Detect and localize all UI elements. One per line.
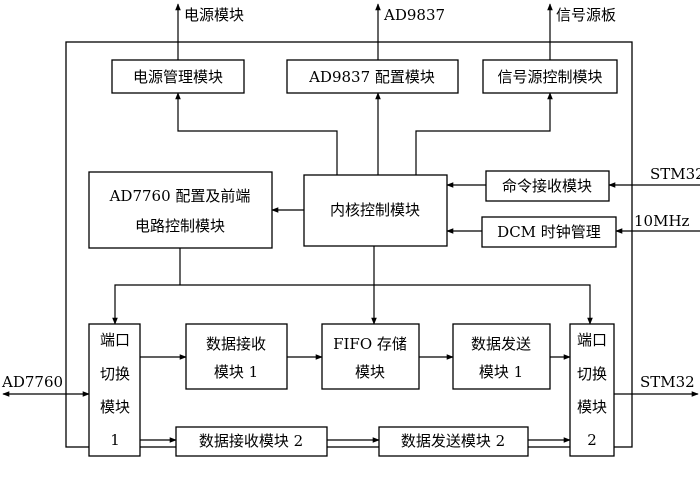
label-stm32-in: STM32 [650,165,700,183]
label-power-module: 电源模块 [184,6,244,24]
block-data-send-1: 数据发送 模块 1 [452,323,551,390]
svg-text:模块: 模块 [100,398,130,416]
arrow-core-to-signal-ctrl [415,92,553,175]
svg-text:数据发送模块 2: 数据发送模块 2 [401,432,505,450]
svg-text:2: 2 [587,431,597,449]
block-ad7760-cfg: AD7760 配置及前端 电路控制模块 [88,171,273,249]
svg-text:AD7760 配置及前端: AD7760 配置及前端 [109,187,251,205]
block-power-mgmt: 电源管理模块 [111,59,245,94]
block-port-switch-1: 端口 切换 模块 1 [88,323,141,457]
fpga-boundary [65,41,633,448]
block-data-send-2: 数据发送模块 2 [378,426,529,457]
svg-text:模块 1: 模块 1 [214,363,258,381]
svg-text:端口: 端口 [577,331,607,349]
svg-text:电路控制模块: 电路控制模块 [135,217,225,235]
block-dcm-clock: DCM 时钟管理 [481,216,617,248]
svg-text:1: 1 [110,431,120,449]
label-signal-board: 信号源板 [556,6,616,24]
svg-text:端口: 端口 [100,331,130,349]
svg-text:内核控制模块: 内核控制模块 [330,201,420,219]
svg-text:模块: 模块 [355,363,385,381]
block-data-recv-2: 数据接收模块 2 [175,426,328,457]
block-signal-ctrl: 信号源控制模块 [482,59,618,94]
svg-text:DCM 时钟管理: DCM 时钟管理 [497,223,601,241]
label-10mhz-in: 10MHz [634,212,690,230]
label-ad9837: AD9837 [383,6,445,24]
svg-text:模块: 模块 [577,398,607,416]
arrow-bus-to-port-switch-2 [180,284,593,325]
svg-text:数据接收: 数据接收 [206,335,266,353]
svg-text:电源管理模块: 电源管理模块 [133,68,223,86]
svg-text:FIFO 存储: FIFO 存储 [333,335,407,353]
svg-text:AD9837 配置模块: AD9837 配置模块 [308,68,435,86]
svg-text:模块 1: 模块 1 [479,363,523,381]
svg-text:信号源控制模块: 信号源控制模块 [497,68,602,86]
block-fifo: FIFO 存储 模块 [321,323,420,390]
arrow-core-to-power-mgmt [175,92,338,175]
block-ad9837-cfg: AD9837 配置模块 [286,59,459,94]
label-ad7760: AD7760 [1,373,63,391]
block-core-ctrl: 内核控制模块 [303,174,448,247]
block-cmd-recv: 命令接收模块 [485,170,610,202]
block-data-recv-1: 数据接收 模块 1 [185,323,288,390]
svg-text:切换: 切换 [100,365,130,383]
connections [2,3,700,443]
svg-text:命令接收模块: 命令接收模块 [502,177,592,195]
label-stm32-out: STM32 [640,373,695,391]
block-port-switch-2: 端口 切换 模块 2 [569,323,615,457]
svg-text:数据发送: 数据发送 [471,335,531,353]
svg-text:数据接收模块 2: 数据接收模块 2 [199,432,303,450]
arrow-bus-to-port-switch-1 [112,284,180,325]
svg-text:切换: 切换 [577,365,607,383]
